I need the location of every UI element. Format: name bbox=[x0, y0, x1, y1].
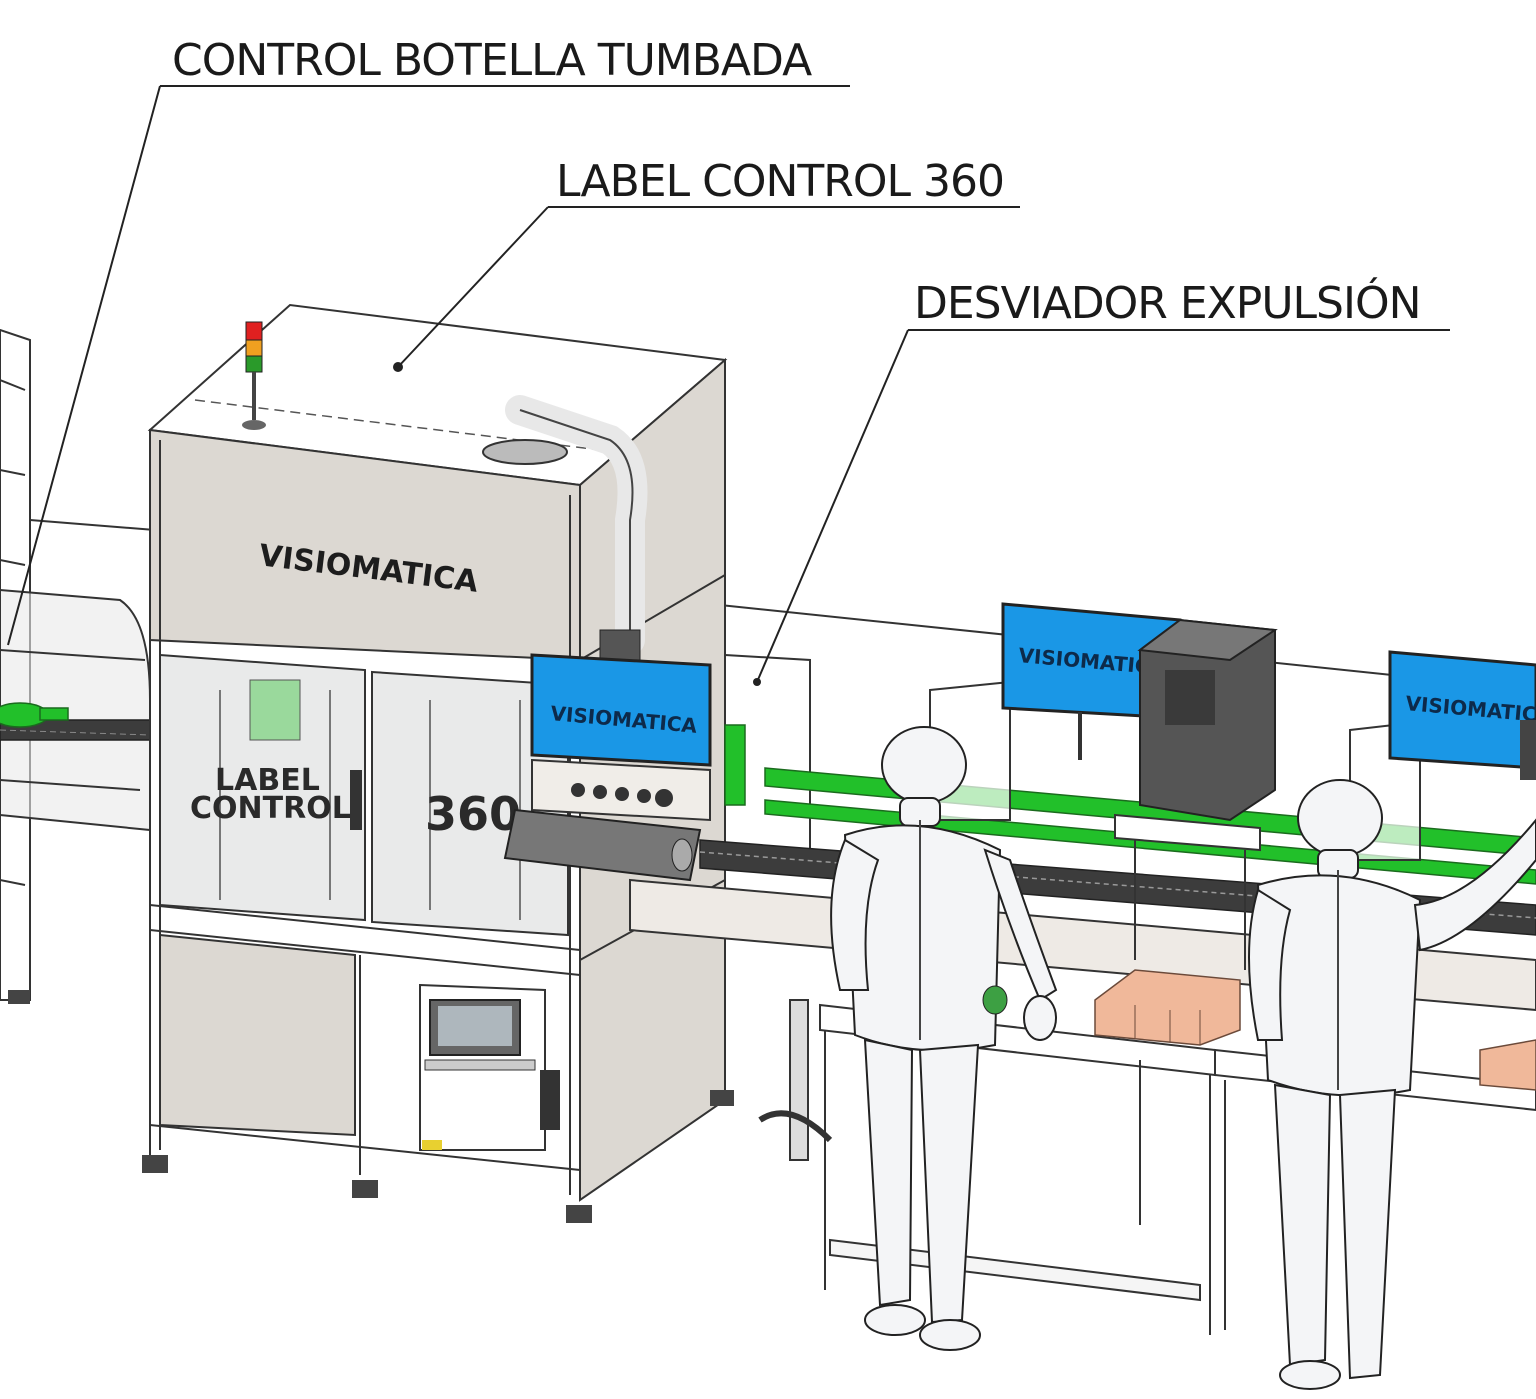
callout-diverter: DESVIADOR EXPULSIÓN bbox=[914, 276, 1421, 329]
door-text-control: CONTROL bbox=[190, 791, 351, 826]
bottle-control-station bbox=[0, 328, 151, 1004]
door-text-360: 360 bbox=[425, 787, 521, 841]
operator-figure-2 bbox=[1248, 779, 1536, 1390]
door-text-label: LABEL bbox=[215, 763, 320, 798]
callouts: CONTROL BOTELLA TUMBADA LABEL CONTROL 36… bbox=[7, 35, 1450, 683]
operator-terminal: VISIOMATICA bbox=[482, 395, 712, 882]
callout-label-control: LABEL CONTROL 360 bbox=[556, 156, 1004, 207]
callout-bottle-control: CONTROL BOTELLA TUMBADA bbox=[172, 35, 812, 86]
operator-figure-1 bbox=[830, 726, 1058, 1351]
label-control-cabinet: LABEL CONTROL 360 VISIOMATICA bbox=[142, 303, 734, 1223]
